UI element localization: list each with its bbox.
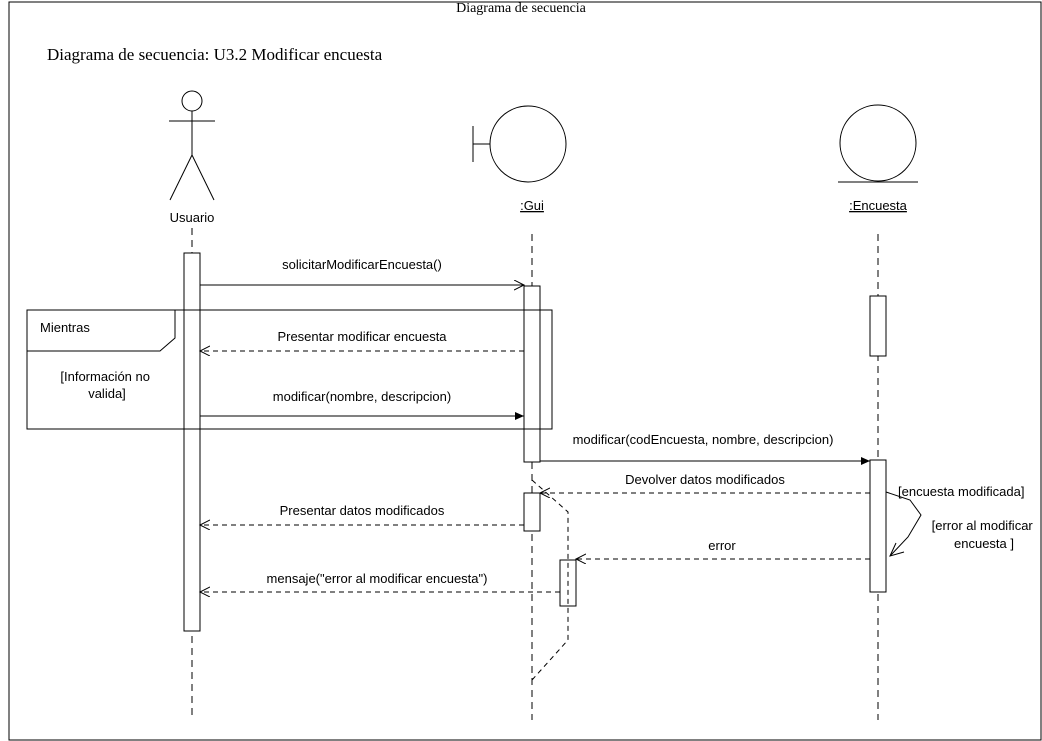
lifeline-label-usuario: Usuario — [170, 210, 215, 225]
activation-bar-gui-1 — [523, 285, 541, 463]
guard-success-label: [encuesta modificada] — [898, 484, 1024, 499]
frame-tab-label: Diagrama de secuencia — [456, 1, 587, 16]
guard-error-line1: [error al modificar — [932, 518, 1034, 533]
guard-error-label: [error al modificar encuesta ] — [932, 518, 1037, 551]
diagram-frame — [8, 1, 1042, 741]
entity-icon — [838, 104, 918, 183]
message-label: error — [708, 538, 736, 553]
loop-fragment — [26, 309, 553, 430]
message-label: solicitarModificarEncuesta() — [282, 257, 442, 272]
branch-dashed-path — [531, 479, 569, 681]
actor-icon — [169, 90, 215, 201]
loop-operator-label: Mientras — [40, 320, 90, 335]
message-label: Presentar modificar encuesta — [277, 329, 447, 344]
loop-operator-pentagon — [27, 309, 176, 352]
activation-bar-encuesta-1 — [869, 295, 887, 357]
branch-arrow — [885, 491, 922, 557]
activation-bar-gui-2 — [523, 492, 541, 532]
message-label: mensaje("error al modificar encuesta") — [267, 571, 488, 586]
lifeline-label-encuesta: :Encuesta — [849, 198, 908, 213]
message-label: Devolver datos modificados — [625, 472, 785, 487]
branch-arrow-head — [889, 542, 905, 557]
lifeline-label-gui: :Gui — [520, 198, 544, 213]
loop-guard-label: [Información no valida] — [60, 369, 153, 401]
diagram-title: Diagrama de secuencia: U3.2 Modificar en… — [47, 45, 383, 64]
message-label: modificar(codEncuesta, nombre, descripci… — [573, 432, 834, 447]
activation-bar-usuario — [183, 252, 201, 632]
guard-error-line2: encuesta ] — [954, 536, 1014, 551]
boundary-icon — [472, 105, 567, 183]
message-label: Presentar datos modificados — [280, 503, 445, 518]
message-label: modificar(nombre, descripcion) — [273, 389, 451, 404]
activation-bar-encuesta-2 — [869, 459, 887, 593]
